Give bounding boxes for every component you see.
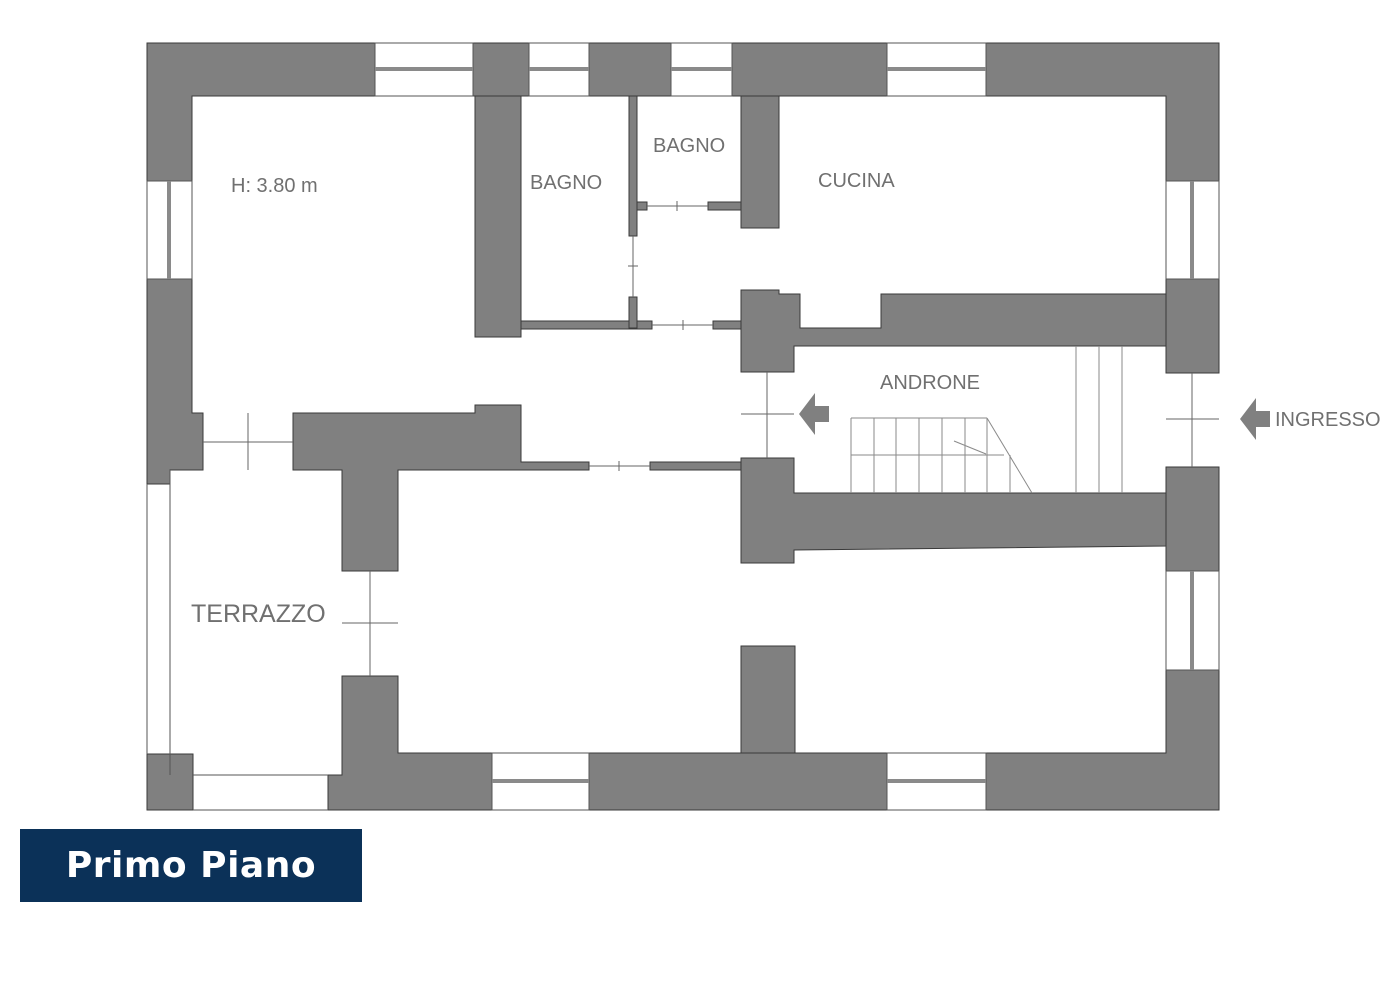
outer-walls: [146, 42, 1220, 811]
wall-bagno-divider-bottom: [628, 296, 638, 329]
androne-arrow-icon: [799, 393, 829, 435]
room-label-cucina: CUCINA: [818, 170, 895, 192]
wall-bagno2-bottom-right: [707, 201, 742, 211]
arrow-left-icon: [1240, 398, 1270, 440]
entrance-arrow-icon: [1240, 398, 1270, 440]
room-height-label: H: 3.80 m: [231, 175, 318, 197]
wall-right-pier-2: [1165, 466, 1220, 572]
wall-bottom-central-pier: [740, 645, 796, 754]
staircase: [850, 346, 1123, 494]
room-label-androne: ANDRONE: [880, 372, 980, 394]
floor-title: Primo Piano: [65, 845, 317, 886]
windows: [146, 42, 1220, 811]
doors: [203, 372, 1219, 676]
wall-top-right-corner: [985, 42, 1220, 182]
wall-bottom-right-corner: [985, 669, 1220, 811]
room-label-terrazzo: TERRAZZO: [191, 600, 326, 628]
wall-bagno-left: [474, 95, 522, 338]
room-label-bagno-1: BAGNO: [530, 172, 602, 194]
wall-top-pier-2: [588, 42, 672, 97]
wall-top-left-corner: [146, 42, 376, 182]
floor-title-badge: Primo Piano: [20, 829, 362, 902]
room-label-bagno-2: BAGNO: [653, 135, 725, 157]
wall-bagno2-bottom-left: [636, 201, 648, 211]
wall-androne-top: [740, 289, 1167, 373]
arrow-left-icon: [799, 393, 829, 435]
wall-left-pier: [146, 278, 204, 485]
wall-bottom-left-stub: [146, 753, 194, 811]
entrance-label: INGRESSO: [1275, 409, 1381, 431]
wall-top-pier-1: [472, 42, 530, 97]
wall-central-right-stub: [649, 461, 742, 471]
wall-androne-bottom: [740, 457, 1167, 564]
wall-top-pier-3: [731, 42, 888, 97]
wall-central-t: [292, 404, 590, 572]
wall-hall-stub: [712, 320, 742, 330]
wall-bottom-pier-1: [588, 752, 888, 811]
wall-cucina-left: [740, 95, 780, 229]
terrace-outline: [146, 470, 328, 811]
wall-bagno-divider-top: [628, 95, 638, 237]
wall-right-pier-1: [1165, 278, 1220, 374]
interior-walls: [292, 95, 1167, 754]
wall-bottom-left-block: [327, 675, 493, 811]
